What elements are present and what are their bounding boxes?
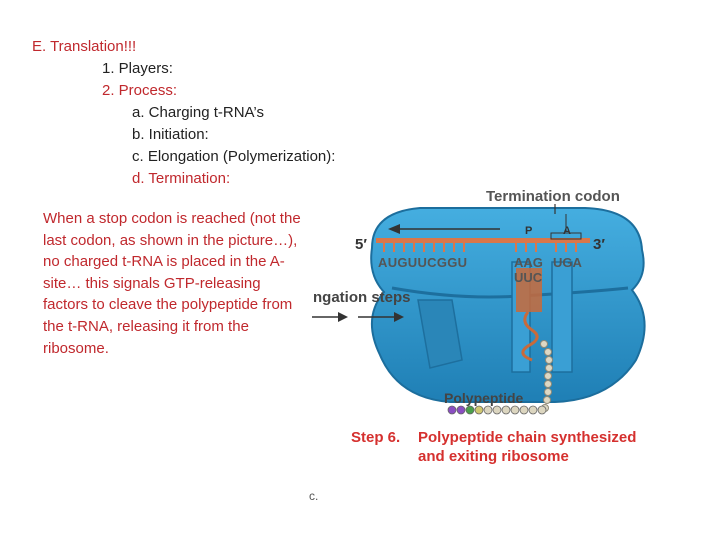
outline-item-players: 1. Players: xyxy=(102,60,173,77)
outline-heading: E. Translation!!! xyxy=(32,38,137,55)
three-prime-label: 3′ xyxy=(593,236,605,253)
stray-mark: c. xyxy=(309,489,318,503)
caption-line-1: Polypeptide chain synthesized xyxy=(418,429,636,446)
termination-codon-pointer xyxy=(550,204,582,240)
trna xyxy=(516,268,542,362)
a-site-label: A xyxy=(563,225,571,237)
p-site-label: P xyxy=(525,225,532,237)
caption-step: Step 6. xyxy=(351,429,400,446)
outline-sub-elongation: c. Elongation (Polymerization): xyxy=(132,148,336,165)
elongation-arrowhead-1 xyxy=(338,312,348,322)
polypeptide-beads-colored xyxy=(447,405,547,415)
termination-paragraph: When a stop codon is reached (not the la… xyxy=(43,210,301,357)
five-prime-label: 5′ xyxy=(355,236,367,253)
mrna-stop-codon: UGA xyxy=(553,255,583,270)
anticodon-label: UUC xyxy=(514,270,543,285)
termination-codon-label: Termination codon xyxy=(486,188,620,205)
polypeptide-label: Polypeptide xyxy=(444,390,524,406)
polypeptide-chain xyxy=(540,340,553,412)
caption-line-2: and exiting ribosome xyxy=(418,448,569,465)
mrna-mid-codon: AAG xyxy=(514,255,543,270)
outline-sub-termination: d. Termination: xyxy=(132,170,231,187)
elongation-steps-label: ngation steps xyxy=(313,289,411,306)
elongation-arrowhead-2 xyxy=(394,312,404,322)
mrna-strand xyxy=(376,238,590,252)
outline-sub-initiation: b. Initiation: xyxy=(132,126,209,143)
outline-item-process: 2. Process: xyxy=(102,82,178,99)
mrna-left-codons: AUGUUCGGU xyxy=(378,255,467,270)
outline-sub-charging: a. Charging t-RNA’s xyxy=(132,104,264,121)
translocation-arrow xyxy=(388,224,500,234)
